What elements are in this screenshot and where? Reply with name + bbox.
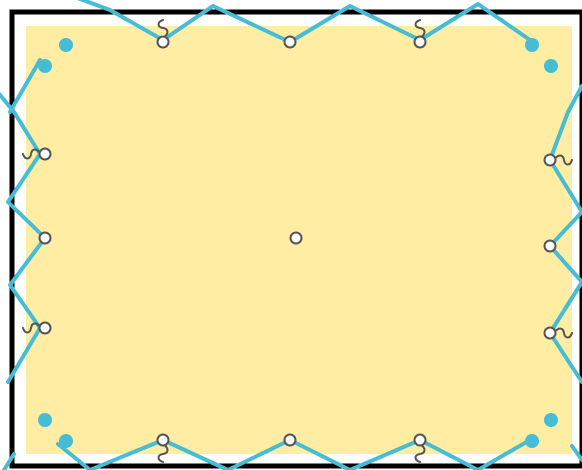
corner-anchor-icon (525, 38, 539, 52)
corner-anchor-icon (59, 434, 73, 448)
hook-ring-icon (415, 37, 426, 48)
center-ring-icon (291, 233, 302, 244)
hook-ring-group (40, 233, 51, 244)
hook-ring-icon (415, 435, 426, 446)
hook-ring-icon (285, 37, 296, 48)
hook-ring-icon (545, 328, 556, 339)
hook-ring-icon (285, 435, 296, 446)
center-ring (291, 233, 302, 244)
corner-anchor-icon (59, 38, 73, 52)
hook-ring-group (285, 435, 296, 446)
hook-ring-icon (158, 37, 169, 48)
corner-anchor-icon (38, 59, 52, 73)
hook-ring-icon (40, 323, 51, 334)
corner-anchor-icon (38, 413, 52, 427)
hook-ring-group (285, 37, 296, 48)
corner-anchor-icon (525, 434, 539, 448)
hook-ring-icon (40, 149, 51, 160)
hook-ring-icon (545, 241, 556, 252)
corner-anchor-icon (544, 413, 558, 427)
hook-ring-icon (158, 435, 169, 446)
hook-ring-group (545, 241, 556, 252)
corner-anchor-icon (544, 59, 558, 73)
hook-ring-icon (40, 233, 51, 244)
hook-ring-icon (545, 155, 556, 166)
